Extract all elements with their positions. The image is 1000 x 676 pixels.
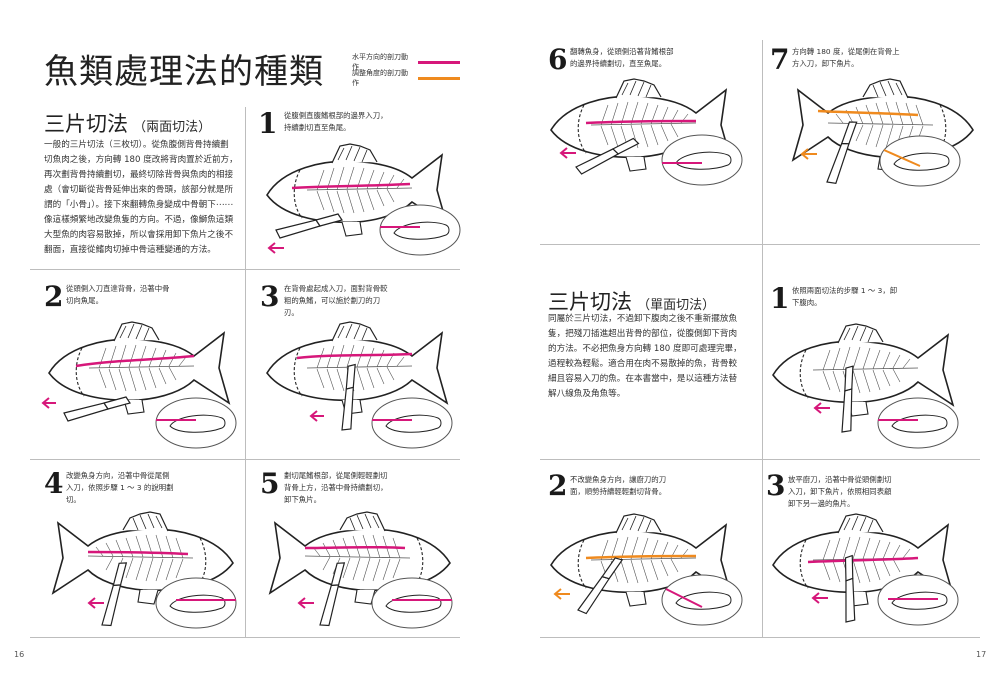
fish-illustration-step-right-r1 bbox=[772, 323, 954, 436]
step-text-line: 面，順勢持續輕輕劃切背骨。 bbox=[570, 487, 667, 496]
step-text-line: 的邊界持續劃切，直至魚尾。 bbox=[570, 59, 667, 68]
body-line: 過程較為輕鬆。適合用在肉不易散掉的魚，背骨較 bbox=[548, 359, 738, 369]
body-line: 隻，把殘刀插進超出背骨的部位，從腹側卸下背肉 bbox=[548, 329, 738, 339]
fish-illustration-step-right-7 bbox=[792, 78, 974, 172]
step-number: 2 bbox=[548, 469, 568, 502]
section-two-side-heading: 三片切法 （兩面切法） bbox=[44, 108, 211, 138]
step-text: 劃切尾鰭根部，從尾側輕輕劃切 背骨上方，沿著中骨持續劃切， 卸下魚片。 bbox=[284, 470, 459, 506]
detail-oval-step-left-1 bbox=[379, 204, 461, 256]
step-text-line: 不改變魚身方向，讓廚刀的刀 bbox=[570, 475, 667, 484]
detail-oval-step-left-2 bbox=[155, 397, 237, 449]
page-number-right: 17 bbox=[976, 650, 987, 659]
detail-oval-step-right-7 bbox=[879, 135, 961, 187]
section-one-side-subtitle: （單面切法） bbox=[637, 298, 716, 313]
step-number: 1 bbox=[770, 282, 790, 315]
fish-illustration-step-left-2 bbox=[41, 321, 230, 422]
step-text-line: 刃。 bbox=[284, 308, 299, 317]
step-text-line: 方向轉 180 度，從尾側在背骨上 bbox=[792, 47, 900, 56]
step-text: 改變魚身方向，沿著中骨從尾側 入刀，依照步驟 1 ～ 3 的說明劃 切。 bbox=[66, 470, 241, 506]
section-two-side-title: 三片切法 bbox=[44, 112, 128, 136]
step-text-line: 在背骨處起成入刀，面對背骨較 bbox=[284, 284, 388, 293]
step-text-line: 放平廚刀，沿著中骨從頭側劃切 bbox=[788, 475, 892, 484]
step-text-line: 依照兩面切法的步驟 1 ～ 3，卸 bbox=[792, 286, 898, 295]
detail-oval-step-right-r2 bbox=[661, 574, 743, 626]
step-number: 1 bbox=[258, 107, 278, 140]
step-text-line: 劃切尾鰭根部，從尾側輕輕劃切 bbox=[284, 471, 388, 480]
step-text-line: 從頭側入刀直達背骨，沿著中骨 bbox=[66, 284, 170, 293]
step-number: 4 bbox=[44, 467, 64, 500]
step-text-line: 改變魚身方向，沿著中骨從尾側 bbox=[66, 471, 170, 480]
step-text: 從腹側直腹鰭根部的邊界入刀， 持續劃切直至魚尾。 bbox=[284, 110, 464, 134]
step-text-line: 持續劃切直至魚尾。 bbox=[284, 123, 351, 132]
detail-oval-step-left-5 bbox=[371, 577, 453, 629]
step-text-line: 入刀，依照步驟 1 ～ 3 的說明劃 bbox=[66, 483, 174, 492]
detail-oval-step-right-r3 bbox=[877, 574, 959, 626]
section-two-side-body: 一般的三片切法（三枚切）。從魚腹側背骨持續劃 切魚肉之後，方向轉 180 度改將… bbox=[44, 138, 240, 258]
step-text: 不改變魚身方向，讓廚刀的刀 面，順勢持續輕輕劃切背骨。 bbox=[570, 474, 750, 498]
fish-illustration-step-right-r3 bbox=[772, 513, 954, 625]
step-number: 3 bbox=[766, 469, 786, 502]
step-number: 7 bbox=[770, 43, 790, 76]
knife-arrow-step-left-4 bbox=[87, 559, 143, 630]
step-text: 放平廚刀，沿著中骨從頭側劃切 入刀，卸下魚片，依照相同表顧 卸下另一邊的魚片。 bbox=[788, 474, 968, 510]
step-text-line: 翻轉魚身，從頭側沿著背鰭根部 bbox=[570, 47, 674, 56]
body-line: 像這樣頻繁地改變魚隻的方向。不過，像鰤魚這類 bbox=[44, 215, 234, 225]
step-text: 在背骨處起成入刀，面對背骨較 粗的魚鰭，可以施於劃刀的刀 刃。 bbox=[284, 283, 459, 319]
step-number: 6 bbox=[548, 43, 568, 76]
section-two-side-subtitle: （兩面切法） bbox=[133, 120, 212, 135]
step-text-line: 切。 bbox=[66, 495, 81, 504]
body-line: 切魚肉之後，方向轉 180 度改將背肉置於近前方， bbox=[44, 155, 238, 165]
detail-oval-step-right-6 bbox=[661, 134, 743, 186]
step-text: 翻轉魚身，從頭側沿著背鰭根部 的邊界持續劃切，直至魚尾。 bbox=[570, 46, 750, 70]
body-line: 再次劃背骨持續劃切，最終切除背骨與魚肉的相接 bbox=[44, 170, 234, 180]
section-one-side-body: 同屬於三片切法，不過卸下腹肉之後不重新擺放魚 隻，把殘刀插進超出背骨的部位，從腹… bbox=[548, 312, 753, 402]
fish-illustration-step-left-5 bbox=[269, 511, 451, 605]
section-one-side-heading: 三片切法 （單面切法） bbox=[548, 286, 715, 316]
knife-arrow-step-right-7 bbox=[800, 118, 873, 188]
step-text-line: 從腹側直腹鰭根部的邊界入刀， bbox=[284, 111, 388, 120]
section-one-side-title: 三片切法 bbox=[548, 290, 632, 314]
body-line: 大型魚的肉容易散掉，所以會採用卸下魚片之後不 bbox=[44, 230, 234, 240]
fish-illustration-step-right-6 bbox=[550, 78, 732, 176]
legend-label-horizontal: 水平方向的剖刀動作 bbox=[352, 53, 408, 71]
step-text-line: 背骨上方，沿著中骨持續劃切， bbox=[284, 483, 388, 492]
fish-illustration-step-left-1 bbox=[266, 143, 448, 254]
page-number-left: 16 bbox=[14, 650, 25, 659]
step-number: 5 bbox=[260, 467, 280, 500]
step-text-line: 卸下魚片。 bbox=[284, 495, 321, 504]
step-text: 方向轉 180 度，從尾側在背骨上 方入刀，卸下魚片。 bbox=[792, 46, 972, 70]
fish-illustration-step-left-3 bbox=[266, 321, 448, 434]
step-text-line: 入刀，卸下魚片，依照相同表顧 bbox=[788, 487, 892, 496]
step-text: 依照兩面切法的步驟 1 ～ 3，卸 下腹肉。 bbox=[792, 285, 972, 309]
step-text-line: 粗的魚鰭，可以施於劃刀的刀 bbox=[284, 296, 381, 305]
step-number: 3 bbox=[260, 280, 280, 313]
step-text-line: 方入刀，卸下魚片。 bbox=[792, 59, 859, 68]
detail-oval-step-left-4 bbox=[155, 577, 237, 629]
fish-illustration-step-left-4 bbox=[52, 511, 234, 605]
legend: 水平方向的剖刀動作 調整角度的剖刀動作 bbox=[352, 53, 460, 87]
page-title: 魚類處理法的種類 bbox=[44, 52, 324, 92]
step-text-line: 下腹肉。 bbox=[792, 298, 822, 307]
legend-label-angle: 調整角度的剖刀動作 bbox=[352, 69, 408, 87]
body-line: 的方法。不必把魚身方向轉 180 度即可處理完畢， bbox=[548, 344, 742, 354]
body-line: 謂的「小骨」）。接下來翻轉魚身變成中骨朝下⋯⋯ bbox=[44, 200, 234, 210]
body-line: 翻面，直接從鰭肉切掉中骨這種變通的方法。 bbox=[44, 245, 216, 255]
body-line: 細且容易入刀的魚。在本書當中，是以這種方法替 bbox=[548, 374, 738, 384]
detail-oval-step-left-3 bbox=[371, 397, 453, 449]
detail-oval-step-right-r1 bbox=[877, 397, 959, 449]
step-text-line: 切向魚尾。 bbox=[66, 296, 103, 305]
step-number: 2 bbox=[44, 280, 64, 313]
body-line: 同屬於三片切法，不過卸下腹肉之後不重新擺放魚 bbox=[548, 314, 738, 324]
step-text-line: 卸下另一邊的魚片。 bbox=[788, 499, 855, 508]
fish-illustration-step-right-r2 bbox=[550, 513, 732, 617]
legend-swatch-magenta bbox=[418, 60, 460, 64]
step-text: 從頭側入刀直達背骨，沿著中骨 切向魚尾。 bbox=[66, 283, 236, 307]
knife-arrow-step-left-5 bbox=[297, 559, 361, 630]
body-line: 解八線魚及角魚等。 bbox=[548, 389, 626, 399]
body-line: 處（會切斷從背骨延伸出來的骨頭，該部分就是所 bbox=[44, 185, 234, 195]
legend-swatch-orange bbox=[418, 76, 460, 80]
body-line: 一般的三片切法（三枚切）。從魚腹側背骨持續劃 bbox=[44, 140, 229, 150]
